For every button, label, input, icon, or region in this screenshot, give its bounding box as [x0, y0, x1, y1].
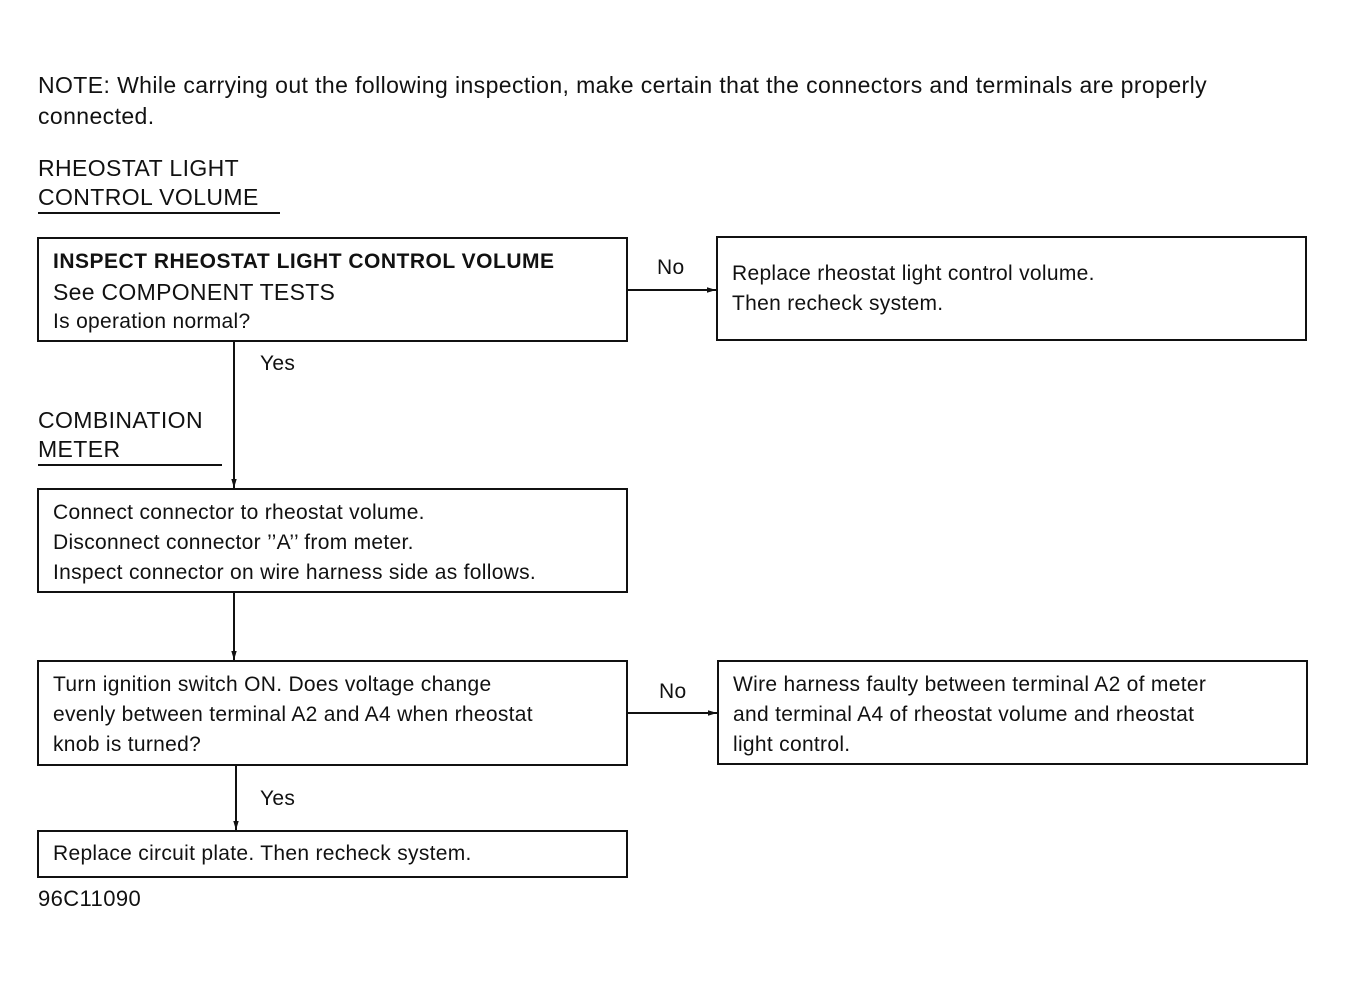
step-replace-volume-line-2: Then recheck system.: [732, 292, 944, 315]
step-check-voltage: Turn ignition switch ON. Does voltage ch…: [37, 660, 628, 766]
step-replace-plate-line-1: Replace circuit plate. Then recheck syst…: [53, 842, 472, 865]
step-connect-line-3: Inspect connector on wire harness side a…: [53, 561, 537, 584]
step-connect-line-1: Connect connector to rheostat volume.: [53, 501, 425, 524]
step-connect-line-2: Disconnect connector ’’A’’ from meter.: [53, 531, 414, 554]
branch-label-no-2: No: [659, 680, 687, 703]
section-combination-meter: COMBINATION METER: [38, 406, 222, 466]
section-combination-line-2: METER: [38, 436, 121, 462]
section-rheostat-light-control-volume: RHEOSTAT LIGHT CONTROL VOLUME: [38, 154, 280, 214]
step-replace-circuit-plate: Replace circuit plate. Then recheck syst…: [37, 830, 628, 878]
section-combination-line-1: COMBINATION: [38, 407, 203, 433]
section-rheostat-underline: [38, 212, 280, 214]
step-harness-line-1: Wire harness faulty between terminal A2 …: [733, 673, 1207, 696]
step-voltage-line-2: evenly between terminal A2 and A4 when r…: [53, 703, 533, 726]
step-harness-line-3: light control.: [733, 733, 851, 756]
step-inspect-question: Is operation normal?: [53, 310, 251, 333]
step-replace-volume-line-1: Replace rheostat light control volume.: [732, 262, 1095, 285]
figure-id: 96C11090: [38, 886, 142, 911]
branch-label-no-1: No: [657, 256, 685, 279]
branch-label-yes-1: Yes: [260, 352, 296, 375]
section-combination-underline: [38, 464, 222, 466]
step-connect-connector: Connect connector to rheostat volume. Di…: [37, 488, 628, 593]
step-inspect-title: INSPECT RHEOSTAT LIGHT CONTROL VOLUME: [53, 250, 555, 273]
branch-label-yes-2: Yes: [260, 787, 296, 810]
step-voltage-line-1: Turn ignition switch ON. Does voltage ch…: [53, 673, 492, 696]
section-rheostat-line-1: RHEOSTAT LIGHT: [38, 155, 240, 181]
section-rheostat-line-2: CONTROL VOLUME: [38, 184, 259, 210]
inspection-note: NOTE: While carrying out the following i…: [38, 72, 1207, 129]
step-voltage-line-3: knob is turned?: [53, 733, 202, 756]
step-replace-rheostat-volume: Replace rheostat light control volume. T…: [716, 236, 1307, 341]
step-harness-faulty: Wire harness faulty between terminal A2 …: [717, 660, 1308, 765]
step-inspect-rheostat: INSPECT RHEOSTAT LIGHT CONTROL VOLUME Se…: [37, 237, 628, 342]
step-inspect-reference: See COMPONENT TESTS: [53, 279, 336, 305]
step-harness-line-2: and terminal A4 of rheostat volume and r…: [733, 703, 1195, 726]
